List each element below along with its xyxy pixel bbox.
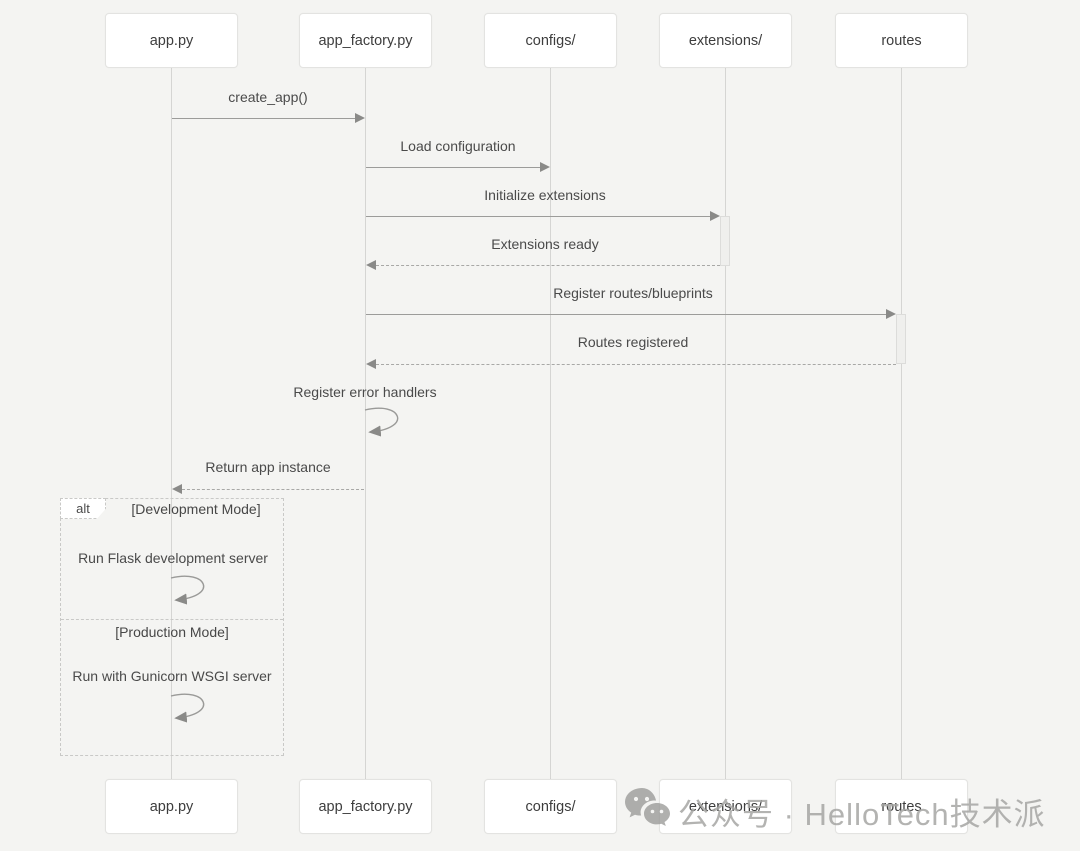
participant-label: configs/ <box>525 32 576 49</box>
participant-top-app-py: app.py <box>105 13 238 68</box>
message-label-extensions-ready: Extensions ready <box>491 236 599 252</box>
participant-label: app_factory.py <box>318 798 413 815</box>
message-label-register-routes: Register routes/blueprints <box>553 285 713 301</box>
message-label-create-app: create_app() <box>228 89 308 105</box>
message-label-load-configuration: Load configuration <box>400 138 516 154</box>
wechat-icon <box>625 788 670 826</box>
participant-label: configs/ <box>525 798 576 815</box>
message-label-return-app-instance: Return app instance <box>205 459 331 475</box>
participant-bottom-extensions: extensions/ <box>659 779 792 834</box>
message-label-register-error-handlers: Register error handlers <box>293 384 437 400</box>
message-label-initialize-extensions: Initialize extensions <box>484 187 606 203</box>
participant-label: app.py <box>149 32 194 49</box>
participant-label: routes <box>881 32 922 49</box>
alt-keyword-tab: alt <box>60 498 106 519</box>
participant-label: extensions/ <box>688 798 763 815</box>
alt-action-dev-server: Run Flask development server <box>78 550 268 566</box>
participant-label: app.py <box>149 798 194 815</box>
lifeline-app-py <box>171 68 172 779</box>
participant-bottom-routes: routes <box>835 779 968 834</box>
alt-divider <box>61 619 283 620</box>
message-arrow-create-app <box>172 118 356 119</box>
message-arrow-initialize-extensions <box>366 216 711 217</box>
self-loop-icon <box>170 693 205 723</box>
participant-label: app_factory.py <box>318 32 413 49</box>
arrowhead-left-icon <box>366 359 376 369</box>
alt-guard-development: [Development Mode] <box>131 501 261 517</box>
alt-action-gunicorn-server: Run with Gunicorn WSGI server <box>72 668 272 684</box>
participant-top-extensions: extensions/ <box>659 13 792 68</box>
message-return-routes-registered <box>376 364 896 365</box>
participant-top-configs: configs/ <box>484 13 617 68</box>
lifeline-app-factory <box>365 68 366 779</box>
participant-bottom-app-factory: app_factory.py <box>299 779 432 834</box>
arrowhead-right-icon <box>710 211 720 221</box>
lifeline-configs <box>550 68 551 779</box>
message-return-extensions-ready <box>376 265 720 266</box>
watermark-text: 公众号 · HelloTech技术派 <box>678 797 1046 832</box>
alt-frame <box>60 498 284 756</box>
alt-guard-production: [Production Mode] <box>115 624 229 640</box>
participant-bottom-app-py: app.py <box>105 779 238 834</box>
arrowhead-left-icon <box>366 260 376 270</box>
lifeline-extensions <box>725 68 726 779</box>
message-arrow-load-configuration <box>366 167 541 168</box>
activation-bar-extensions <box>720 216 730 266</box>
participant-label: routes <box>881 798 922 815</box>
participant-top-app-factory: app_factory.py <box>299 13 432 68</box>
alt-keyword-label: alt <box>76 501 90 516</box>
lifeline-routes <box>901 68 902 779</box>
message-return-app-instance <box>182 489 364 490</box>
participant-label: extensions/ <box>688 32 763 49</box>
arrowhead-right-icon <box>886 309 896 319</box>
participant-top-routes: routes <box>835 13 968 68</box>
self-loop-icon <box>364 407 399 437</box>
arrowhead-right-icon <box>355 113 365 123</box>
activation-bar-routes <box>896 314 906 364</box>
self-loop-icon <box>170 575 205 605</box>
message-label-routes-registered: Routes registered <box>577 334 689 350</box>
message-arrow-register-routes <box>366 314 887 315</box>
arrowhead-right-icon <box>540 162 550 172</box>
participant-bottom-configs: configs/ <box>484 779 617 834</box>
arrowhead-left-icon <box>172 484 182 494</box>
